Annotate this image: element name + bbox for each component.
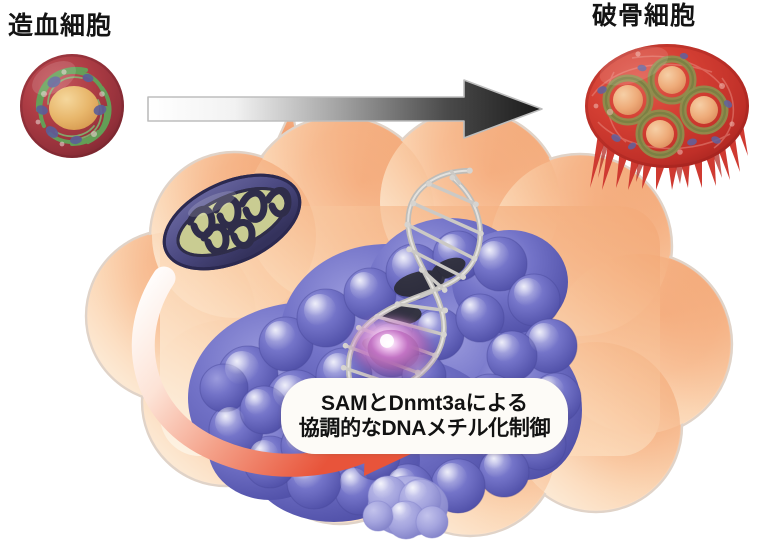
caption-line-2: 協調的なDNAメチル化制御 bbox=[298, 416, 551, 440]
dna-double-helix-icon bbox=[340, 167, 484, 425]
hematopoietic-cell-icon bbox=[14, 48, 130, 164]
osteoclast-cell-label: 破骨細胞 bbox=[592, 2, 697, 30]
hematopoietic-cell-label: 造血細胞 bbox=[8, 12, 113, 40]
right-arrow-icon bbox=[147, 79, 543, 139]
methylation-site-glow bbox=[353, 319, 434, 381]
dnmt3a-dna-complex bbox=[120, 160, 640, 540]
osteoclast-cell-icon bbox=[572, 38, 762, 190]
caption-bubble: SAMとDnmt3aによる 協調的なDNAメチル化制御 bbox=[281, 378, 568, 454]
mitochondrion-icon bbox=[162, 173, 302, 271]
caption-line-1: SAMとDnmt3aによる bbox=[320, 391, 529, 415]
osteoclast-nucleus bbox=[602, 55, 729, 159]
transition-arrow bbox=[146, 78, 544, 140]
